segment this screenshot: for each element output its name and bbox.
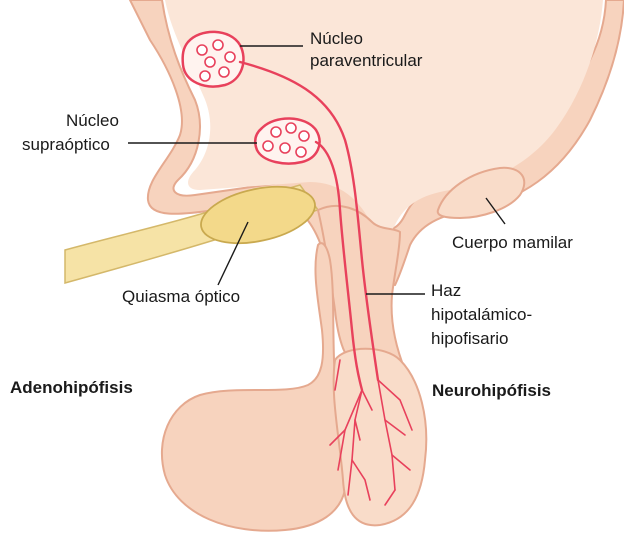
label-adenohipofisis: Adenohipófisis: [10, 378, 133, 397]
label-cuerpo-mamilar: Cuerpo mamilar: [452, 233, 573, 252]
paraventricular-nucleus: [183, 32, 244, 87]
label-nucleo-supraoptico: Núcleo supraóptico: [22, 111, 124, 154]
neurohypophysis-shape: [334, 349, 427, 526]
label-quiasma-optico: Quiasma óptico: [122, 287, 240, 306]
label-haz: Haz hipotalámico- hipofisario: [431, 281, 537, 348]
label-neurohipofisis: Neurohipófisis: [432, 381, 551, 400]
supraoptic-nucleus: [255, 118, 319, 163]
